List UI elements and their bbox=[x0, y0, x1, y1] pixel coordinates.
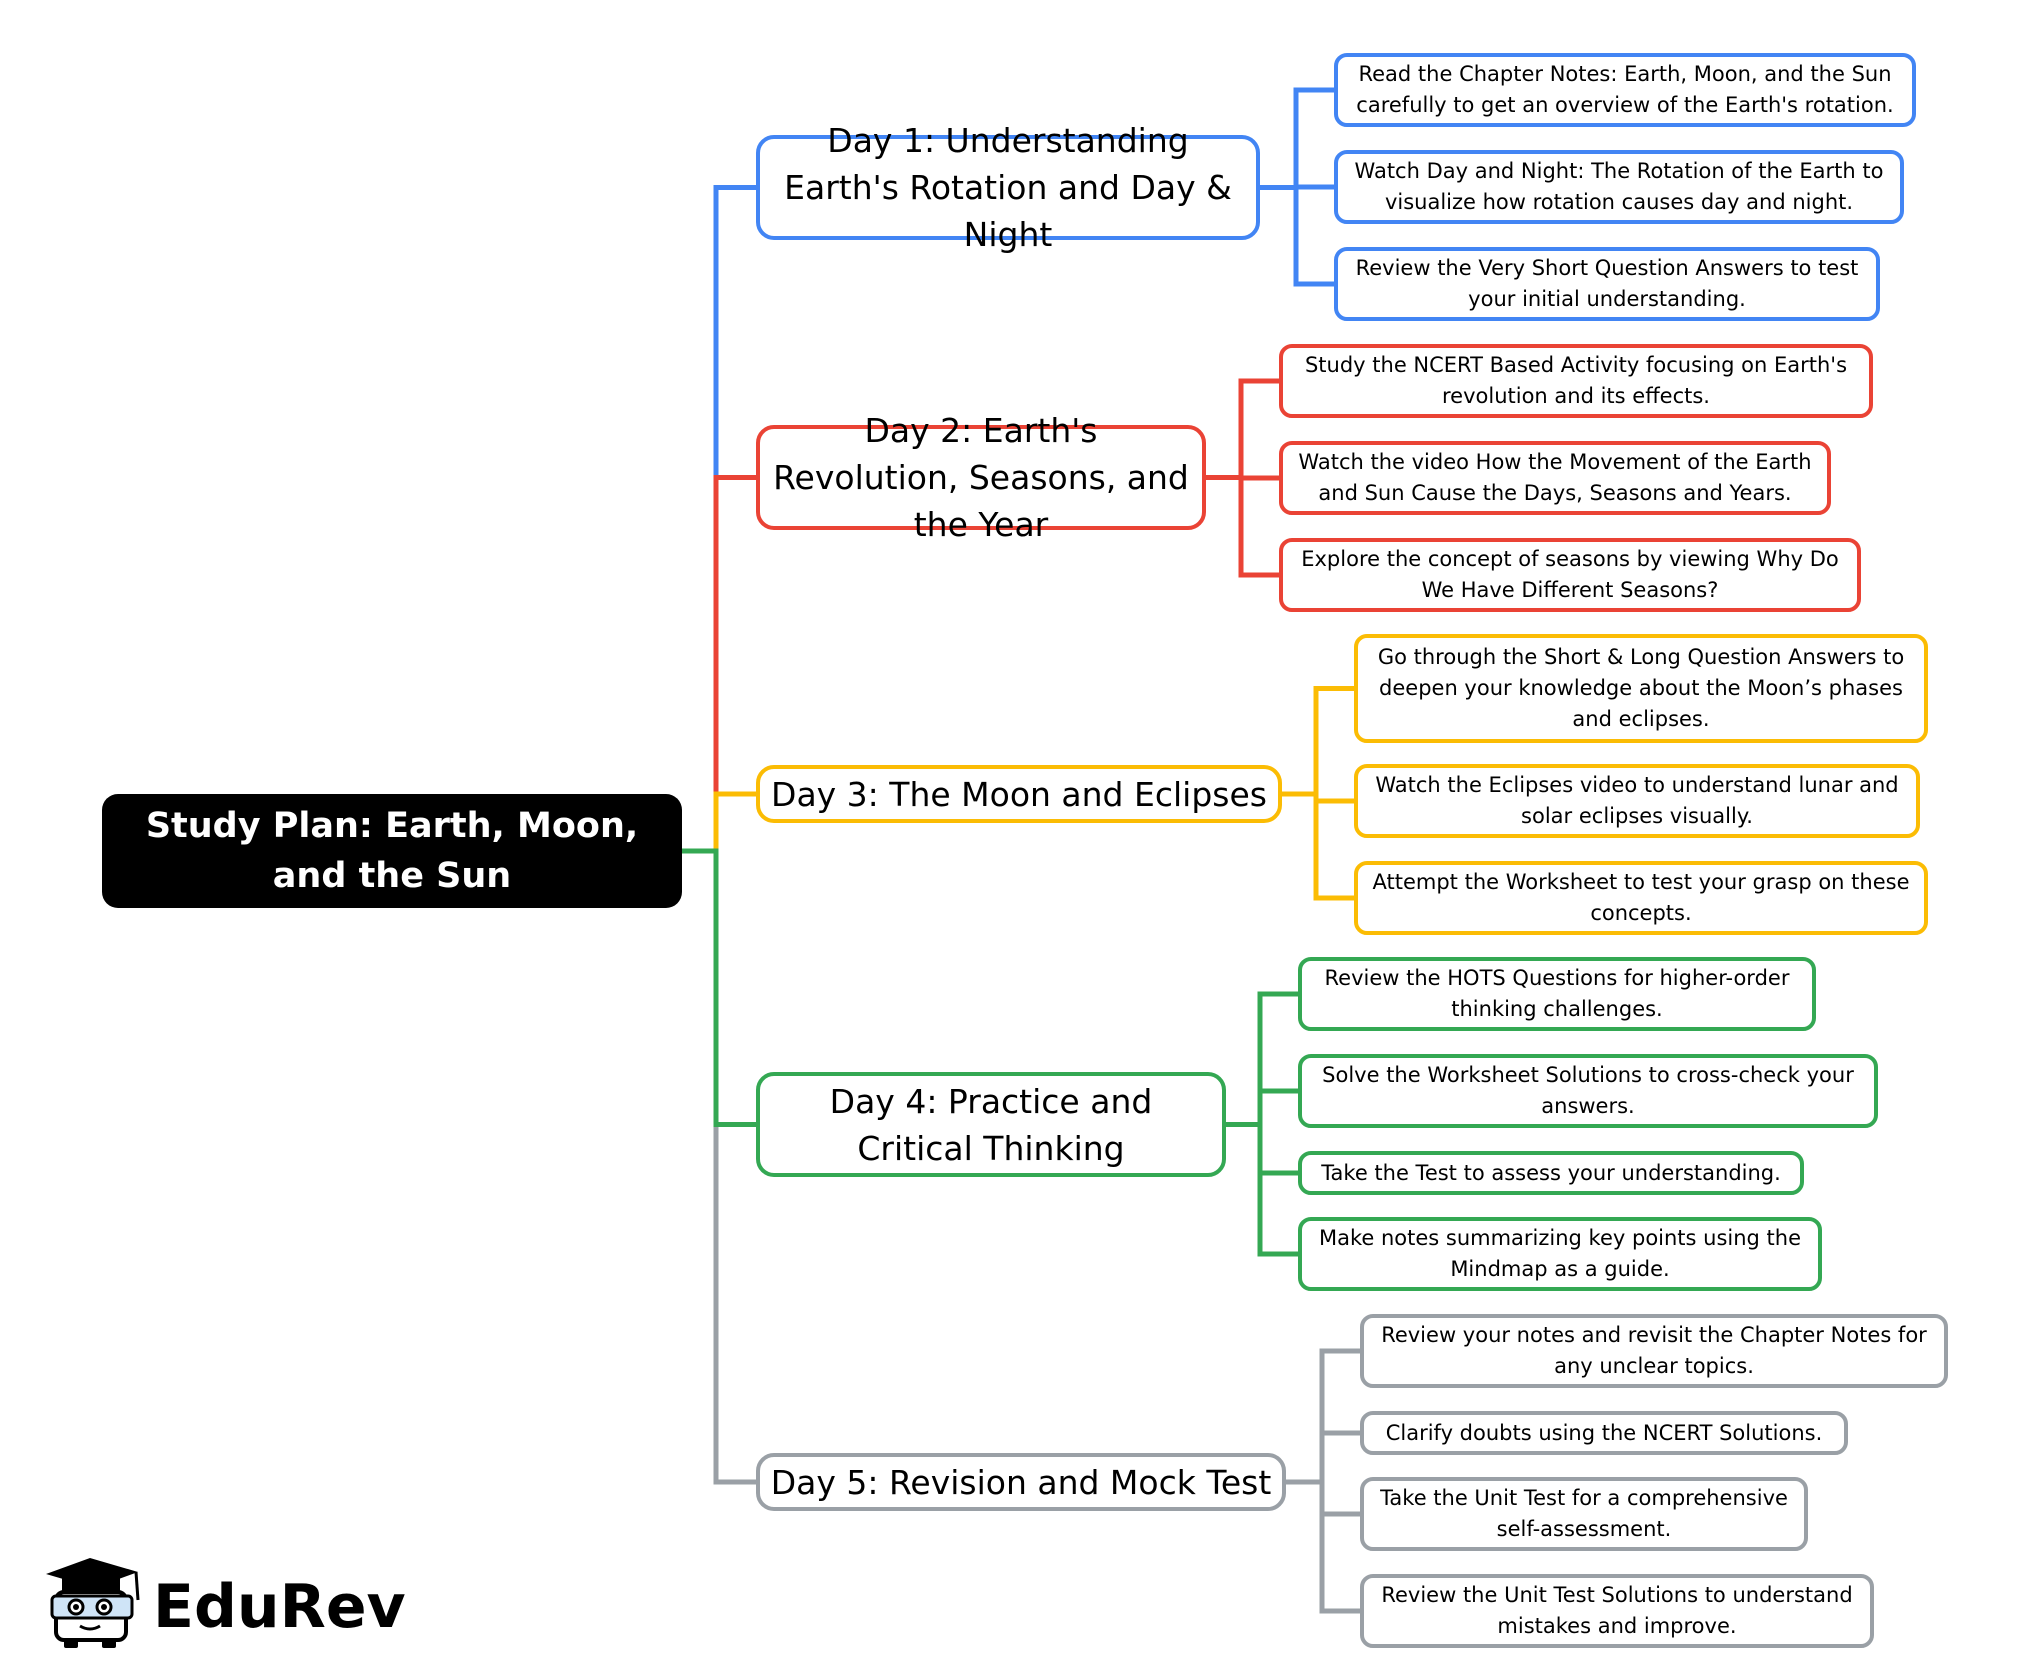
task-text: Study the NCERT Based Activity focusing … bbox=[1304, 353, 1848, 408]
day-1-task-2[interactable]: Watch Day and Night: The Rotation of the… bbox=[1334, 150, 1904, 224]
day-5-task-1[interactable]: Review your notes and revisit the Chapte… bbox=[1360, 1314, 1948, 1388]
task-text: Review your notes and revisit the Chapte… bbox=[1381, 1323, 1927, 1378]
day-3-title: Day 3: The Moon and Eclipses bbox=[771, 774, 1267, 814]
day-3-task-3[interactable]: Attempt the Worksheet to test your grasp… bbox=[1354, 861, 1928, 935]
task-text: Watch the video How the Movement of the … bbox=[1298, 450, 1812, 505]
day-4-task-4[interactable]: Make notes summarizing key points using … bbox=[1298, 1217, 1822, 1291]
task-text: Take the Unit Test for a comprehensive s… bbox=[1380, 1486, 1788, 1541]
day-4-node[interactable]: Day 4: Practice and Critical Thinking bbox=[756, 1072, 1226, 1177]
day-4-title: Day 4: Practice and Critical Thinking bbox=[829, 1081, 1153, 1168]
day-3-task-2[interactable]: Watch the Eclipses video to understand l… bbox=[1354, 764, 1920, 838]
task-text: Make notes summarizing key points using … bbox=[1318, 1226, 1802, 1281]
task-text: Attempt the Worksheet to test your grasp… bbox=[1372, 870, 1910, 925]
day-5-task-3[interactable]: Take the Unit Test for a comprehensive s… bbox=[1360, 1477, 1808, 1551]
day-2-task-3[interactable]: Explore the concept of seasons by viewin… bbox=[1279, 538, 1861, 612]
day-1-task-1[interactable]: Read the Chapter Notes: Earth, Moon, and… bbox=[1334, 53, 1916, 127]
task-text: Go through the Short & Long Question Ans… bbox=[1377, 645, 1905, 731]
day-1-task-3[interactable]: Review the Very Short Question Answers t… bbox=[1334, 247, 1880, 321]
day-2-title: Day 2: Earth's Revolution, Seasons, and … bbox=[773, 411, 1189, 544]
day-4-task-3[interactable]: Take the Test to assess your understandi… bbox=[1298, 1151, 1804, 1195]
task-text: Explore the concept of seasons by viewin… bbox=[1301, 547, 1839, 602]
day-2-node[interactable]: Day 2: Earth's Revolution, Seasons, and … bbox=[756, 411, 1206, 544]
day-3-task-1[interactable]: Go through the Short & Long Question Ans… bbox=[1354, 634, 1928, 743]
day-1-node[interactable]: Day 1: Understanding Earth's Rotation an… bbox=[756, 121, 1260, 254]
task-text: Take the Test to assess your understandi… bbox=[1321, 1160, 1781, 1185]
task-text: Read the Chapter Notes: Earth, Moon, and… bbox=[1356, 62, 1894, 117]
task-text: Watch Day and Night: The Rotation of the… bbox=[1354, 159, 1884, 214]
task-text: Review the HOTS Questions for higher-ord… bbox=[1324, 966, 1790, 1021]
edurev-logo: EduRev bbox=[38, 1552, 406, 1662]
day-2-task-1[interactable]: Study the NCERT Based Activity focusing … bbox=[1279, 344, 1873, 418]
day-5-node[interactable]: Day 5: Revision and Mock Test bbox=[756, 1453, 1286, 1511]
day-2-task-2[interactable]: Watch the video How the Movement of the … bbox=[1279, 441, 1831, 515]
day-4-task-2[interactable]: Solve the Worksheet Solutions to cross-c… bbox=[1298, 1054, 1878, 1128]
day-1-title: Day 1: Understanding Earth's Rotation an… bbox=[784, 121, 1232, 254]
task-text: Solve the Worksheet Solutions to cross-c… bbox=[1322, 1063, 1854, 1118]
task-text: Review the Very Short Question Answers t… bbox=[1355, 256, 1859, 311]
root-title: Study Plan: Earth, Moon, and the Sun bbox=[145, 806, 639, 896]
logo-text: EduRev bbox=[153, 1572, 406, 1642]
task-text: Review the Unit Test Solutions to unders… bbox=[1381, 1583, 1853, 1638]
day-5-task-4[interactable]: Review the Unit Test Solutions to unders… bbox=[1360, 1574, 1874, 1648]
root-node[interactable]: Study Plan: Earth, Moon, and the Sun bbox=[102, 794, 682, 908]
day-4-task-1[interactable]: Review the HOTS Questions for higher-ord… bbox=[1298, 957, 1816, 1031]
task-text: Clarify doubts using the NCERT Solutions… bbox=[1385, 1420, 1823, 1445]
day-5-task-2[interactable]: Clarify doubts using the NCERT Solutions… bbox=[1360, 1411, 1848, 1455]
day-5-title: Day 5: Revision and Mock Test bbox=[770, 1462, 1272, 1502]
task-text: Watch the Eclipses video to understand l… bbox=[1375, 773, 1899, 828]
graduation-cap-mascot-icon bbox=[46, 1558, 140, 1648]
day-3-node[interactable]: Day 3: The Moon and Eclipses bbox=[756, 765, 1282, 823]
